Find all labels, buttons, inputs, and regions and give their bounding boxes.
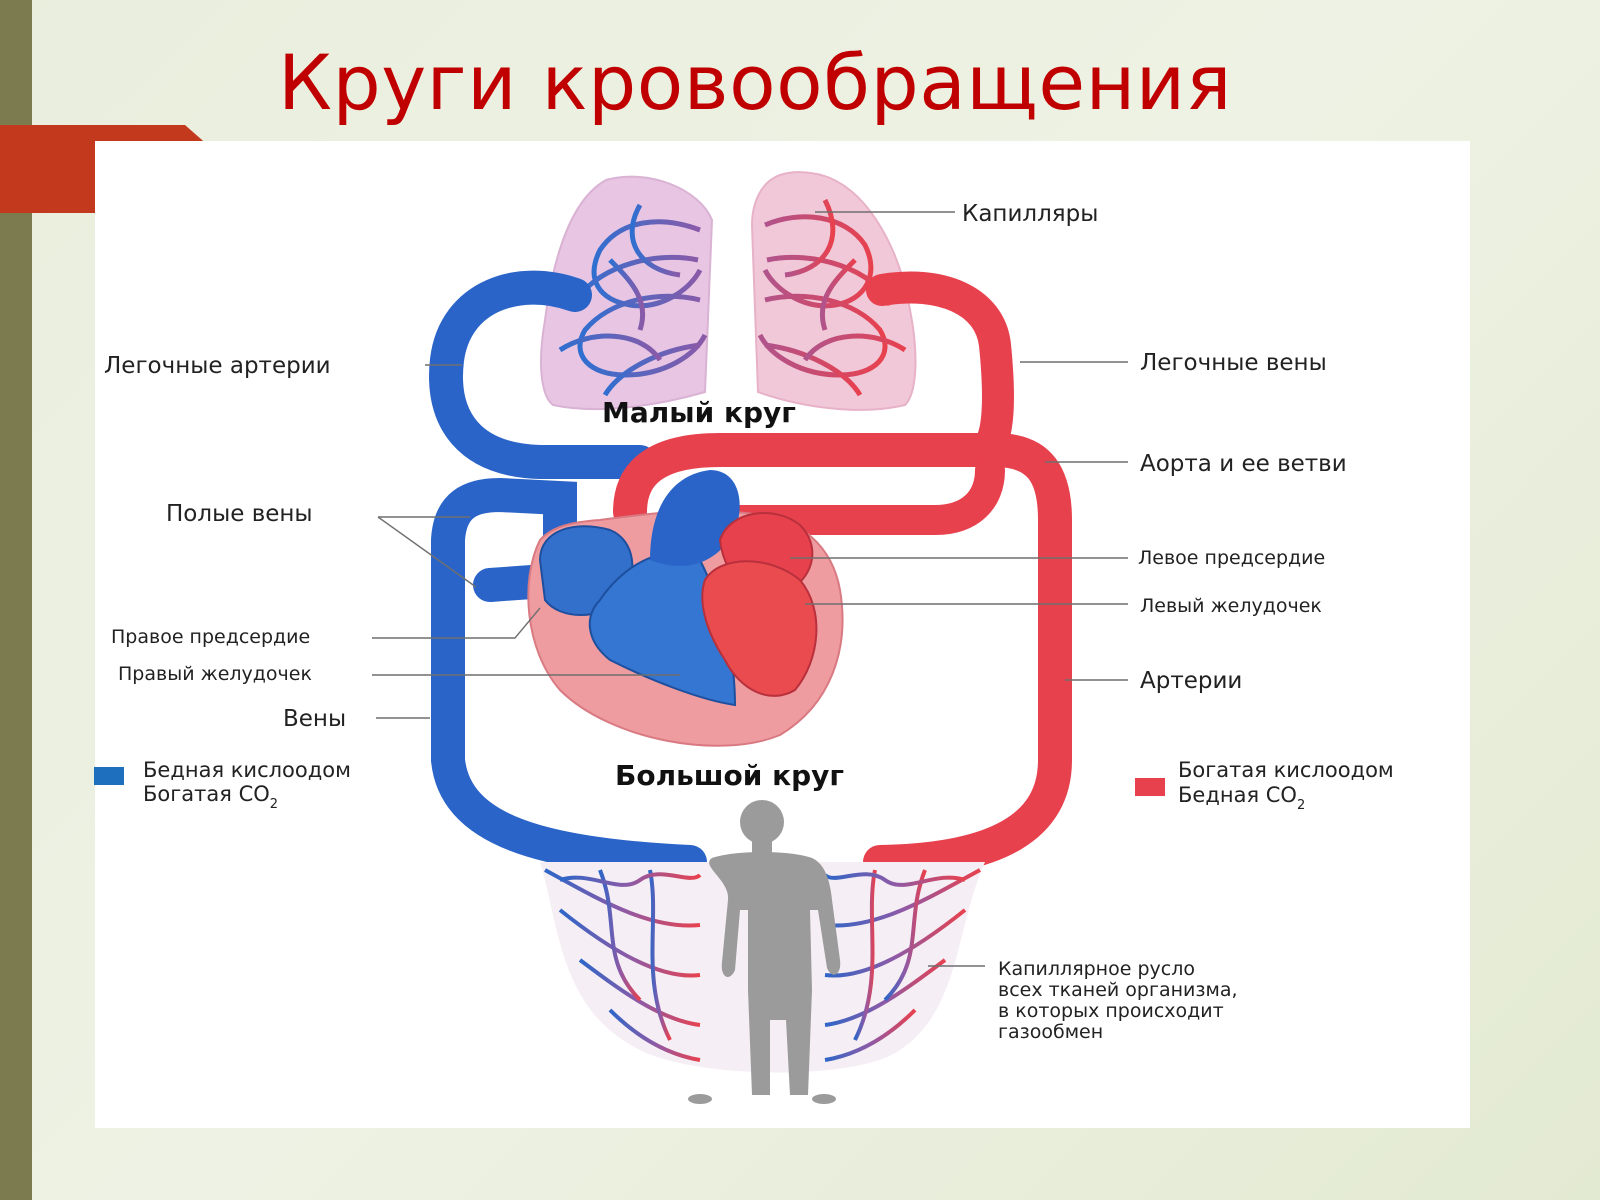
legend-poor-line-2-sub: 2 xyxy=(270,797,278,812)
label-aorta: Аорта и ее ветви xyxy=(1140,451,1347,477)
label-capillary-bed-line-3: в которых происходит xyxy=(998,1000,1224,1022)
legend-poor-swatch xyxy=(94,767,124,785)
human-silhouette xyxy=(688,800,841,1104)
label-veins: Вены xyxy=(283,706,346,732)
legend-rich-line-2-text: Бедная CO xyxy=(1178,783,1297,807)
label-left-ventricle: Левый желудочек xyxy=(1140,595,1322,617)
pulmonary-trunk xyxy=(650,470,740,566)
label-capillary-bed-line-1: Капиллярное русло xyxy=(998,958,1195,980)
legend-rich-line-2: Бедная CO2 xyxy=(1178,783,1305,813)
label-pulmonary-arteries: Легочные артерии xyxy=(104,353,331,379)
big-circle-vessels xyxy=(431,433,1072,879)
capillary-bed xyxy=(540,800,985,1104)
leader-lines xyxy=(372,211,1128,967)
left-ventricle xyxy=(701,560,818,697)
label-arteries: Артерии xyxy=(1140,668,1242,694)
aorta-vessel xyxy=(613,433,1072,879)
capillary-bed-network xyxy=(544,868,981,1062)
label-left-atrium: Левое предсердие xyxy=(1138,547,1325,569)
label-right-atrium: Правое предсердие xyxy=(111,626,310,648)
legend-rich-oxygen: Богатая кислоодом Бедная CO2 xyxy=(1135,758,1394,813)
heart xyxy=(527,470,844,747)
big-circle-label: Большой круг xyxy=(615,759,844,792)
right-lung-capillaries xyxy=(757,198,907,397)
small-circle-vessels xyxy=(429,270,1014,479)
legend-poor-oxygen: Бедная кислоодом Богатая CO2 xyxy=(94,758,351,812)
legend-rich-line-2-sub: 2 xyxy=(1297,798,1305,813)
pulmonary-vein-vessel xyxy=(866,271,1014,466)
aorta-branch xyxy=(705,455,1005,535)
veins-vessel xyxy=(431,477,707,879)
small-circle-label: Малый круг xyxy=(602,396,796,429)
label-right-ventricle: Правый желудочек xyxy=(118,663,312,685)
label-capillary-bed: Капиллярное русло всех тканей организма,… xyxy=(998,958,1238,1043)
legend-rich-swatch xyxy=(1135,778,1165,796)
legend-rich-line-1: Богатая кислоодом xyxy=(1178,758,1394,782)
label-capillaries: Капилляры xyxy=(962,201,1098,227)
pulmonary-artery-vessel xyxy=(429,270,657,479)
legend-poor-line-2: Богатая CO2 xyxy=(143,782,278,812)
lungs xyxy=(540,171,917,411)
slide-title: Круги кровообращения xyxy=(278,38,1232,127)
label-vena-cava: Полые вены xyxy=(166,501,313,527)
label-pulmonary-veins: Легочные вены xyxy=(1140,350,1327,376)
legend-poor-line-2-text: Богатая CO xyxy=(143,782,270,806)
legend-poor-line-1: Бедная кислоодом xyxy=(143,758,351,782)
label-capillary-bed-line-2: всех тканей организма, xyxy=(998,979,1238,1001)
label-capillary-bed-line-4: газообмен xyxy=(998,1021,1103,1043)
